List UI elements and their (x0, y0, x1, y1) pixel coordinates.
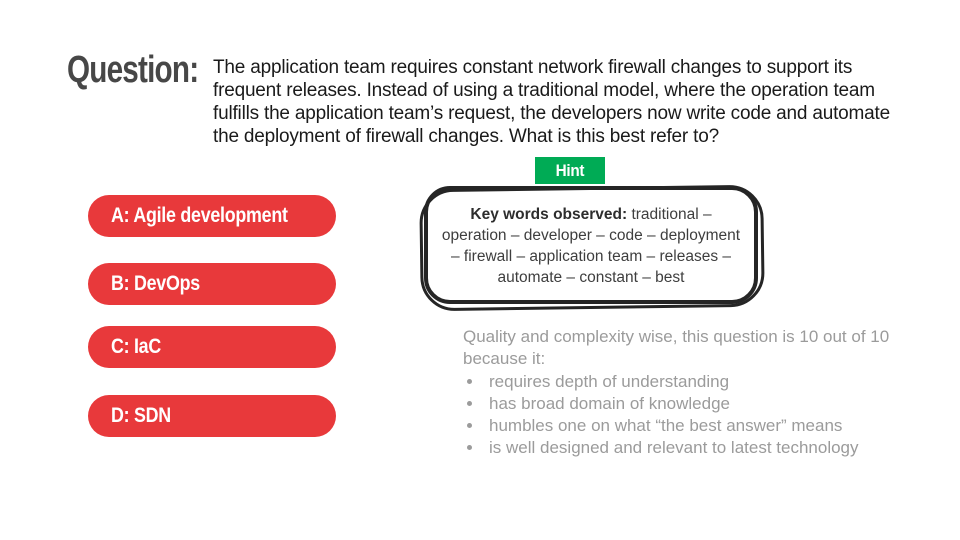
commentary-intro: Quality and complexity wise, this questi… (463, 327, 890, 368)
answer-button-b[interactable]: B: DevOps (88, 263, 336, 305)
commentary: Quality and complexity wise, this questi… (463, 326, 921, 459)
hint-keywords-lead: Key words observed: (470, 206, 628, 223)
answer-label-a: A: Agile development (110, 204, 288, 227)
answer-button-d[interactable]: D: SDN (88, 395, 336, 437)
commentary-bullet: is well designed and relevant to latest … (484, 437, 921, 459)
answer-label-b: B: DevOps (110, 272, 200, 295)
answer-label-c: C: IaC (110, 335, 161, 358)
hint-keywords-text: Key words observed: traditional – operat… (438, 204, 744, 288)
commentary-bullet-list: requires depth of understanding has broa… (463, 371, 921, 459)
answer-label-d: D: SDN (110, 404, 171, 427)
hint-button-label: Hint (555, 160, 585, 180)
question-text: The application team requires constant n… (213, 57, 890, 147)
page-title: Question: (67, 49, 199, 91)
commentary-bullet: requires depth of understanding (484, 371, 921, 393)
answer-button-a[interactable]: A: Agile development (88, 195, 336, 237)
hint-keywords-list: traditional – operation – developer – co… (441, 206, 741, 286)
answer-button-c[interactable]: C: IaC (88, 326, 336, 368)
commentary-bullet: humbles one on what “the best answer” me… (484, 415, 921, 437)
hint-button[interactable]: Hint (535, 157, 605, 184)
commentary-bullet: has broad domain of knowledge (484, 393, 921, 415)
hint-keywords-box: Key words observed: traditional – operat… (424, 186, 758, 304)
